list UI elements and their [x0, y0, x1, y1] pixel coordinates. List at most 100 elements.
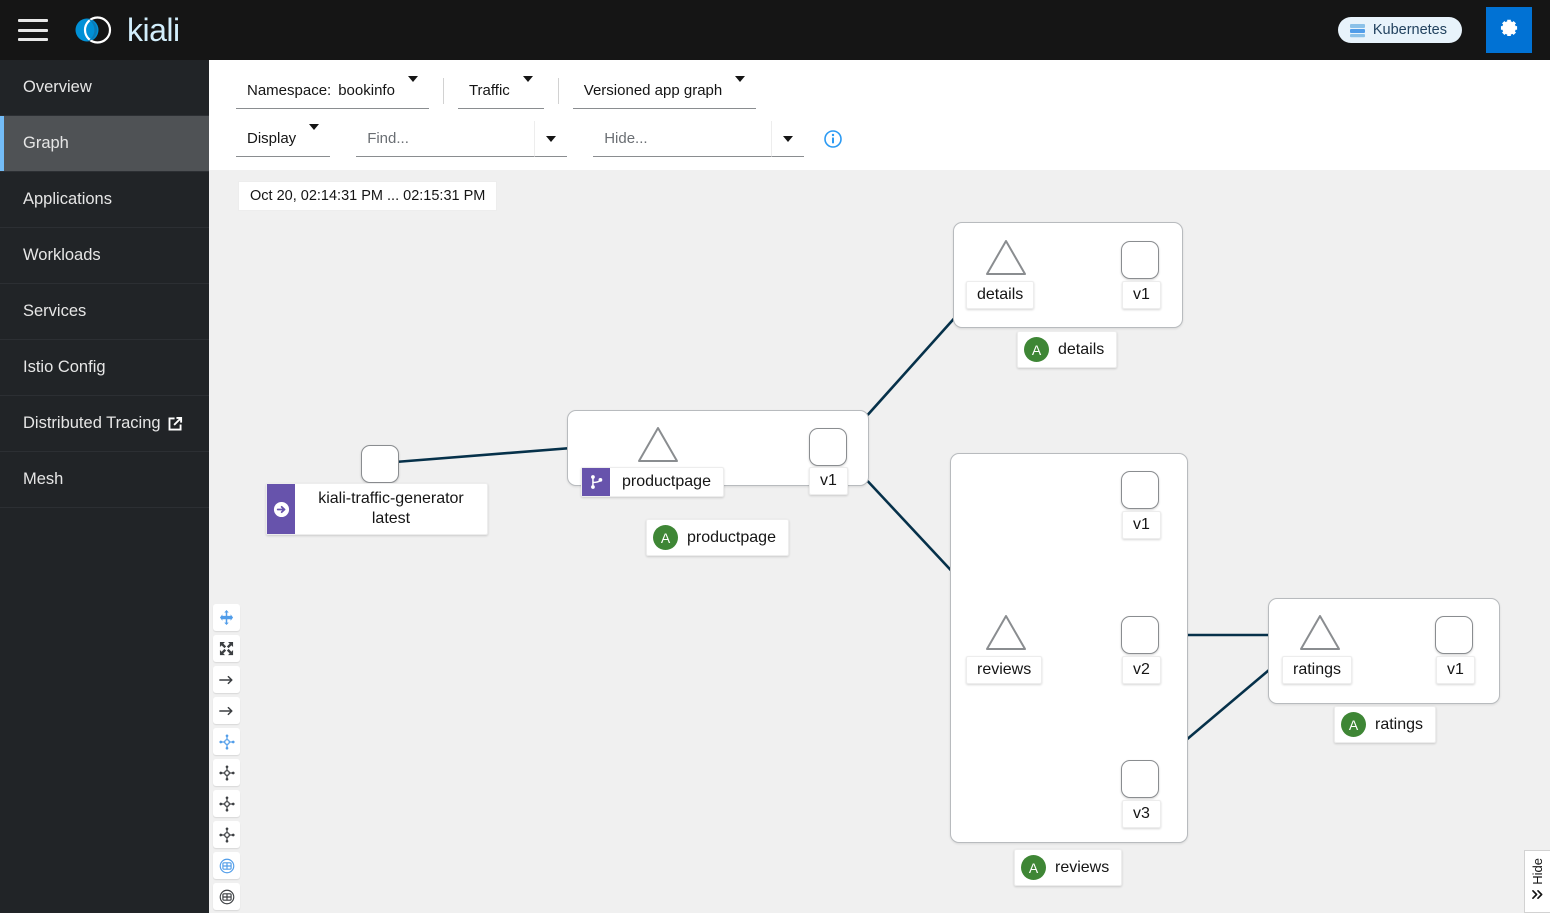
workload-label-reviews-v1[interactable]: v1	[1122, 511, 1161, 539]
settings-button[interactable]	[1486, 7, 1532, 53]
kiali-logo-icon	[70, 13, 118, 47]
chevron-down-icon	[546, 135, 557, 142]
layout-cose-tool[interactable]	[213, 821, 240, 848]
layout-concentric-tool[interactable]	[213, 790, 240, 817]
zoom-out-tool[interactable]	[213, 697, 240, 724]
sidebar-item-label: Istio Config	[23, 358, 106, 376]
hide-drawer-tab[interactable]: Hide	[1524, 850, 1550, 913]
brand[interactable]: kiali	[70, 13, 180, 47]
display-select[interactable]: Display	[236, 121, 331, 157]
info-circle-icon[interactable]	[824, 130, 842, 148]
workload-node-reviews-v2[interactable]	[1121, 616, 1159, 654]
sidebar-item-mesh[interactable]: Mesh	[0, 452, 209, 508]
workload-label-details-v1[interactable]: v1	[1122, 281, 1161, 309]
layout-dagre-tool[interactable]	[213, 728, 240, 755]
workload-label-ratings-v1[interactable]: v1	[1436, 656, 1475, 684]
graph-timestamp: Oct 20, 02:14:31 PM ... 02:15:31 PM	[238, 181, 498, 211]
hide-dropdown-toggle[interactable]	[771, 121, 805, 157]
group-label-productpage[interactable]: A productpage	[646, 519, 789, 556]
sidebar-item-services[interactable]: Services	[0, 284, 209, 340]
workload-node-reviews-v1[interactable]	[1121, 471, 1159, 509]
namespace-select[interactable]: Namespace: bookinfo	[236, 73, 429, 109]
service-label-text: ratings	[1293, 661, 1342, 678]
zoom-in-tool[interactable]	[213, 666, 240, 693]
external-link-icon	[168, 416, 183, 431]
service-label-details[interactable]: details	[966, 281, 1035, 309]
workload-label-text: v3	[1133, 805, 1150, 822]
chevron-down-icon	[309, 124, 320, 147]
find-dropdown-toggle[interactable]	[534, 121, 568, 157]
find-input[interactable]	[356, 121, 535, 157]
cluster-chip[interactable]: Kubernetes	[1337, 17, 1462, 43]
sidebar: Overview Graph Applications Workloads Se…	[0, 60, 209, 913]
masthead: kiali Kubernetes	[0, 0, 1550, 60]
graph-type-select[interactable]: Versioned app graph	[572, 73, 757, 109]
workload-entry-icon	[267, 484, 295, 534]
workload-label-line1: kiali-traffic-generator	[318, 490, 464, 507]
sidebar-item-label: Workloads	[23, 246, 101, 264]
service-node-productpage[interactable]	[636, 425, 680, 465]
workload-label-productpage-v1[interactable]: v1	[809, 467, 848, 495]
chevron-down-icon	[407, 76, 418, 99]
service-label-ratings[interactable]: ratings	[1282, 656, 1353, 684]
sidebar-item-label: Services	[23, 302, 87, 320]
traffic-select[interactable]: Traffic	[457, 73, 544, 109]
hide-drawer-label: Hide	[1530, 858, 1545, 885]
graph-canvas[interactable]: Oct 20, 02:14:31 PM ... 02:15:31 PM	[209, 170, 1550, 913]
sidebar-item-label: Graph	[23, 134, 69, 152]
workload-node-ratings-v1[interactable]	[1435, 616, 1473, 654]
group-label-details[interactable]: A details	[1017, 331, 1118, 368]
hide-input[interactable]	[593, 121, 772, 157]
service-label-reviews[interactable]: reviews	[966, 656, 1043, 684]
group-label-text: productpage	[687, 528, 776, 546]
workload-node-kiali-traffic-generator[interactable]	[361, 445, 399, 483]
traffic-select-value: Traffic	[468, 82, 510, 99]
sidebar-item-label: Distributed Tracing	[23, 414, 161, 432]
chevron-down-icon	[522, 76, 533, 99]
group-label-ratings[interactable]: A ratings	[1334, 706, 1437, 743]
brand-name: kiali	[127, 12, 180, 48]
service-node-details[interactable]	[984, 238, 1028, 278]
sidebar-item-distributed-tracing[interactable]: Distributed Tracing	[0, 396, 209, 452]
group-label-text: details	[1058, 340, 1105, 358]
sidebar-item-applications[interactable]: Applications	[0, 172, 209, 228]
namespace-box-tool[interactable]	[213, 852, 240, 879]
service-node-ratings[interactable]	[1298, 613, 1342, 653]
chevron-down-icon	[783, 135, 794, 142]
workload-label-reviews-v2[interactable]: v2	[1122, 656, 1161, 684]
chevron-down-icon	[735, 76, 746, 99]
sidebar-item-label: Overview	[23, 78, 92, 96]
workload-node-productpage-v1[interactable]	[809, 428, 847, 466]
hamburger-icon[interactable]	[18, 19, 48, 41]
workload-label-text: v1	[820, 472, 837, 489]
sidebar-item-istio-config[interactable]: Istio Config	[0, 340, 209, 396]
namespace-select-label: Namespace:	[247, 82, 332, 99]
app-badge-icon: A	[653, 525, 678, 550]
sidebar-item-label: Applications	[23, 190, 112, 208]
hide-input-group	[593, 121, 805, 157]
workload-node-details-v1[interactable]	[1121, 241, 1159, 279]
workload-label-kiali-traffic-generator[interactable]: kiali-traffic-generator latest	[266, 483, 488, 535]
sidebar-item-workloads[interactable]: Workloads	[0, 228, 209, 284]
app-badge-icon: A	[1021, 855, 1046, 880]
graph-toolbar: Namespace: bookinfo Traffic Versioned ap…	[209, 60, 1550, 170]
service-node-reviews[interactable]	[984, 613, 1028, 653]
graph-edges-layer	[369, 250, 1439, 778]
app-badge-icon: A	[1024, 337, 1049, 362]
service-label-text: reviews	[977, 661, 1032, 678]
fit-to-screen-tool[interactable]	[213, 635, 240, 662]
sidebar-item-label: Mesh	[23, 470, 64, 488]
sidebar-item-overview[interactable]: Overview	[0, 60, 209, 116]
group-label-reviews[interactable]: A reviews	[1014, 849, 1123, 886]
workload-label-line2: latest	[371, 510, 411, 527]
cluster-box-tool[interactable]	[213, 883, 240, 910]
workload-label-text: v1	[1133, 516, 1150, 533]
workload-label-reviews-v3[interactable]: v3	[1122, 800, 1161, 828]
namespace-select-value: bookinfo	[338, 82, 395, 99]
workload-node-reviews-v3[interactable]	[1121, 760, 1159, 798]
drag-pan-tool[interactable]	[213, 604, 240, 631]
sidebar-item-graph[interactable]: Graph	[0, 116, 209, 172]
display-select-label: Display	[247, 130, 297, 147]
layout-grid-tool[interactable]	[213, 759, 240, 786]
service-label-productpage[interactable]: productpage	[581, 467, 724, 497]
